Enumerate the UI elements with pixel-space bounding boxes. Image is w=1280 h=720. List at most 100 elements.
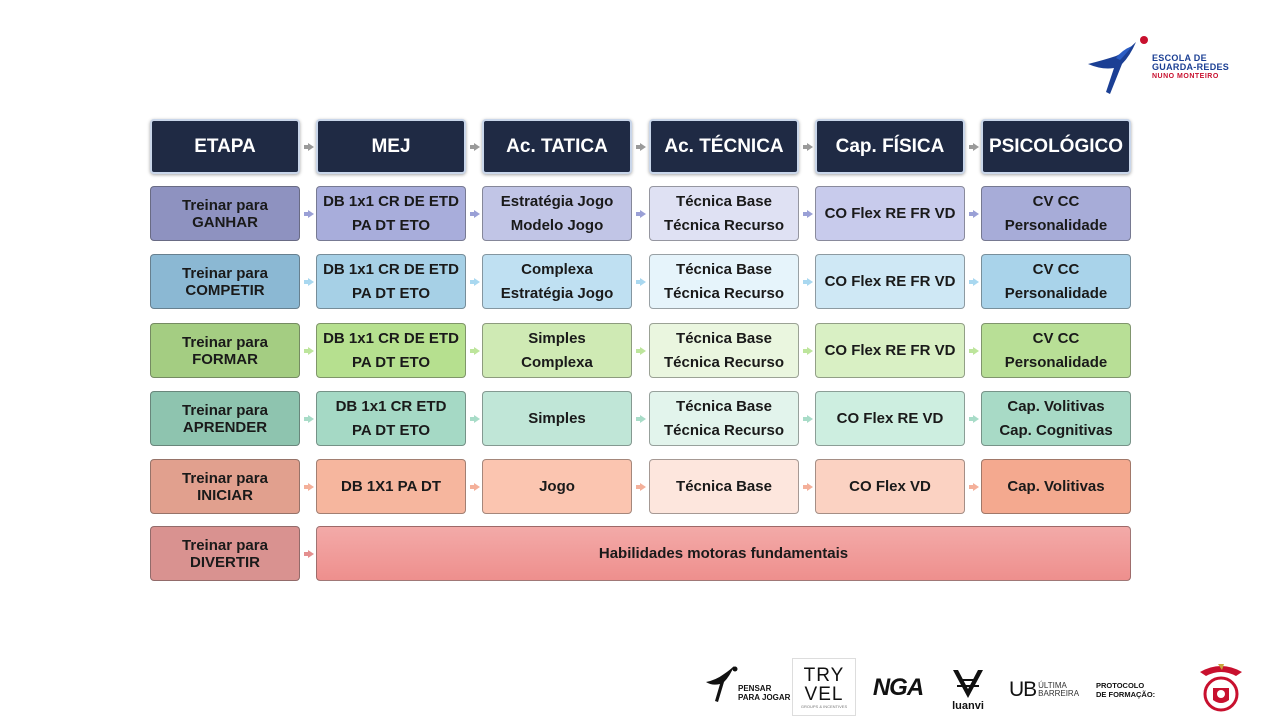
flow-arrow-icon [973,142,979,151]
flow-arrow-icon [640,346,646,355]
cell-line: Técnica Base [676,192,772,210]
flow-arrow-stem [636,484,640,489]
cell-iniciar-3: Técnica Base [649,459,799,514]
cell-formar-4: CO Flex RE FR VD [815,323,965,378]
cell-line: GANHAR [192,213,258,231]
flow-arrow-icon [807,346,813,355]
flow-arrow-stem [803,144,807,149]
flow-arrow-icon [807,277,813,286]
header-mej: MEJ [316,119,466,174]
cell-line: Técnica Base [676,477,772,495]
flow-arrow-icon [308,482,314,491]
flow-arrow-icon [474,142,480,151]
cell-line: Cap. Cognitivas [999,421,1113,439]
cell-line: CO Flex RE VD [836,409,944,427]
flow-arrow-stem [304,416,308,421]
cell-line: DIVERTIR [189,553,260,571]
cell-line: CO Flex RE FR VD [824,204,956,222]
flow-arrow-stem [803,348,807,353]
cell-line: Técnica Base [676,329,772,347]
cell-line: FORMAR [192,350,258,368]
tryvel-logo: TRY VEL GROUPS & INCENTIVES [792,658,856,716]
flow-arrow-stem [636,211,640,216]
cell-line: DB 1x1 CR ETD [335,397,447,415]
cell-line: Treinar para [182,264,268,282]
flow-arrow-stem [969,484,973,489]
ppj-figure-icon [706,666,738,702]
cell-line: APRENDER [182,418,268,436]
cell-line: Personalidade [1004,353,1108,371]
cell-line: DB 1X1 PA DT [340,477,442,495]
cell-line: Personalidade [1004,216,1108,234]
cell-line: Complexa [521,260,593,278]
luanvi-logo: luanvi [948,666,988,714]
flow-arrow-stem [304,484,308,489]
flow-arrow-stem [969,279,973,284]
flow-arrow-stem [304,348,308,353]
flow-arrow-stem [636,348,640,353]
partner-logos: PENSAR PARA JOGAR TRY VEL GROUPS & INCEN… [700,656,1260,718]
flow-arrow-icon [973,414,979,423]
club-crest-logo [1196,662,1246,714]
flow-arrow-stem [470,348,474,353]
cell-line: Técnica Recurso [663,216,785,234]
flow-arrow-stem [969,144,973,149]
cell-competir-4: CO Flex RE FR VD [815,254,965,309]
cell-iniciar-4: CO Flex VD [815,459,965,514]
flow-arrow-icon [474,346,480,355]
cell-line: Técnica Base [676,397,772,415]
flow-arrow-icon [973,209,979,218]
ppj-line2: PARA JOGAR [738,693,791,702]
flow-arrow-icon [308,346,314,355]
goalkeeper-figure-icon [1088,36,1148,94]
luanvi-text: luanvi [952,700,984,712]
flow-arrow-icon [973,277,979,286]
flow-arrow-stem [803,211,807,216]
ub-mark: UB [1008,678,1037,701]
cell-line: DB 1x1 CR DE ETD [323,329,459,347]
flow-arrow-stem [803,416,807,421]
cell-line: Jogo [539,477,575,495]
fundamental-motor-skills-cell: Habilidades motoras fundamentais [316,526,1131,581]
flow-arrow-icon [308,549,314,558]
cell-line: Personalidade [1004,284,1108,302]
flow-arrow-stem [304,551,308,556]
flow-arrow-icon [807,414,813,423]
cell-line: Treinar para [182,469,268,487]
flow-arrow-stem [636,416,640,421]
cell-ganhar-4: CO Flex RE FR VD [815,186,965,241]
flow-arrow-icon [807,142,813,151]
flow-arrow-icon [640,142,646,151]
flow-arrow-stem [636,144,640,149]
ub-line1: ÚLTIMA [1038,681,1067,690]
cell-line: CV CC [1032,329,1080,347]
cell-line: PA DT ETO [351,284,431,302]
school-logo: ESCOLA DE GUARDA-REDES NUNO MONTEIRO [1086,34,1246,96]
cell-line: CV CC [1032,192,1080,210]
flow-arrow-icon [640,209,646,218]
cell-line: Técnica Recurso [663,284,785,302]
cell-line: Estratégia Jogo [500,284,614,302]
flow-arrow-stem [969,211,973,216]
logo-line1: ESCOLA DE [1152,53,1207,63]
cell-line: Simples [528,329,586,347]
ppj-line1: PENSAR [738,684,772,693]
cell-aprender-2: Simples [482,391,632,446]
flow-arrow-icon [474,414,480,423]
cell-line: DB 1x1 CR DE ETD [323,260,459,278]
flow-arrow-stem [803,484,807,489]
ub-line2: BARREIRA [1038,689,1080,698]
flow-arrow-icon [640,277,646,286]
cell-line: COMPETIR [185,281,265,299]
flow-arrow-stem [470,211,474,216]
